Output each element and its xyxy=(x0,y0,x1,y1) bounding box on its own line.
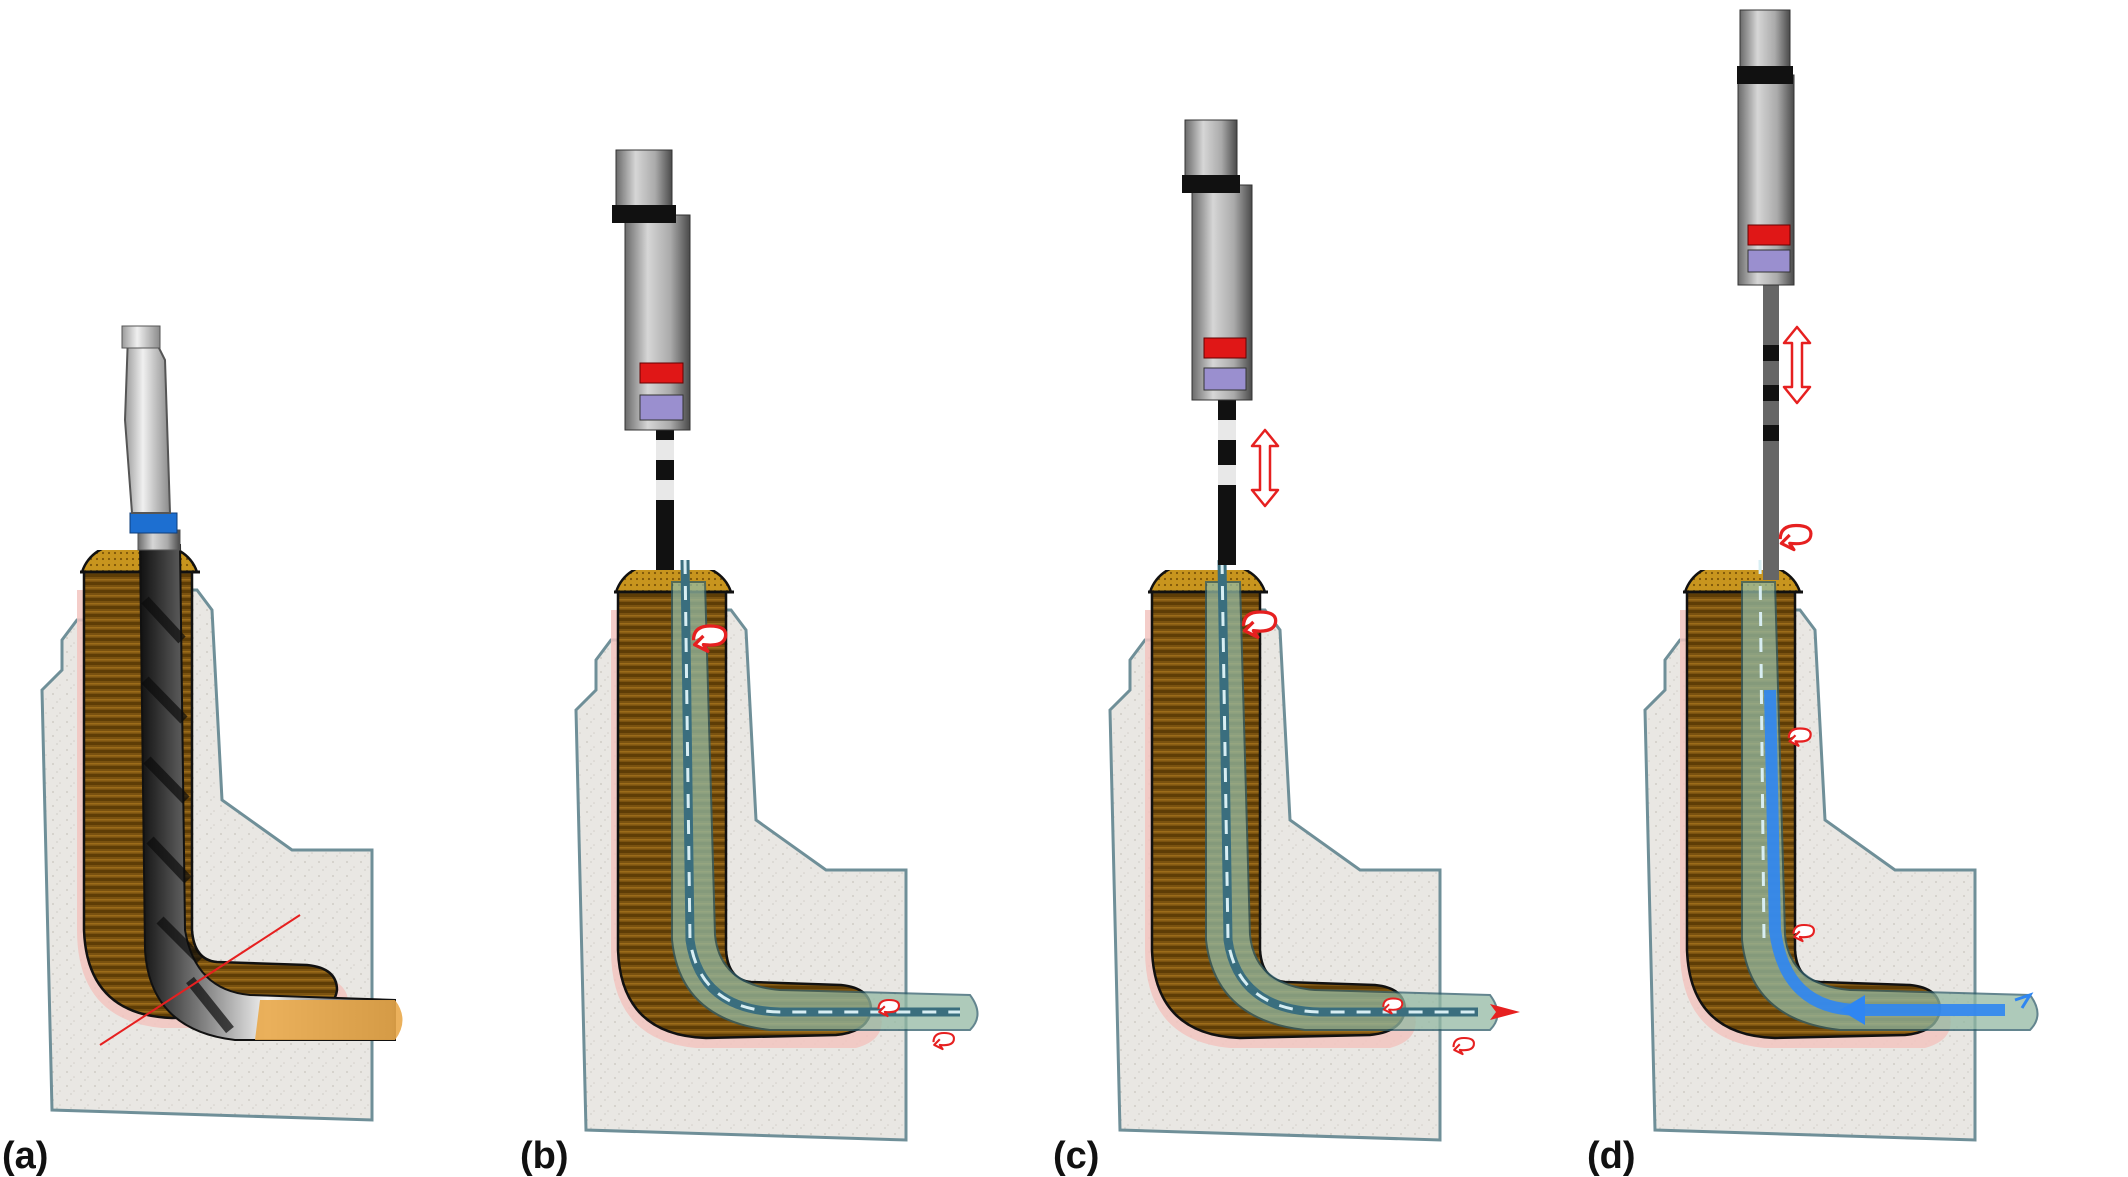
red-band-c xyxy=(1203,337,1247,359)
purple-band-c xyxy=(1203,367,1247,391)
red-band-b xyxy=(639,362,684,384)
flow-tip-icon xyxy=(2014,992,2034,1009)
rotation-arrow-icon xyxy=(1452,1036,1476,1056)
abutment-connector xyxy=(123,328,172,514)
handpiece-stripe-b xyxy=(656,440,674,460)
file-b-dash xyxy=(683,559,960,1014)
black-band-b xyxy=(612,205,676,223)
double-arrow-icon xyxy=(1250,428,1280,508)
handpiece-stripe-c2 xyxy=(1218,465,1236,485)
purple-band-d xyxy=(1747,249,1791,273)
handpiece-body-c xyxy=(1191,184,1253,401)
black-band-c xyxy=(1182,175,1240,193)
push-arrow-icon xyxy=(1490,1004,1520,1020)
tooth-c xyxy=(1108,570,1442,1142)
handpiece-head-b xyxy=(615,149,673,211)
panel-a: (a) xyxy=(2,325,403,1177)
purple-band-b xyxy=(639,394,684,421)
handpiece-stripe-b2 xyxy=(656,480,674,500)
handpiece-stripe-c xyxy=(1218,420,1236,440)
rotation-arrow-icon xyxy=(1778,523,1813,552)
double-arrow-icon xyxy=(1782,325,1812,405)
flow-arrowhead xyxy=(1840,995,1865,1025)
drill-tip-area xyxy=(255,1000,403,1040)
handpiece-head-c xyxy=(1184,119,1238,181)
blue-ring xyxy=(129,512,178,534)
file-d xyxy=(1758,559,1766,941)
panel-c: (c) xyxy=(1053,119,1520,1177)
handpiece-head-d xyxy=(1739,9,1791,71)
handpiece-stripe-d2 xyxy=(1763,385,1779,401)
panel-label-a: (a) xyxy=(2,1135,48,1177)
cut-line xyxy=(99,914,301,1046)
black-band-d xyxy=(1737,66,1793,84)
handpiece-stripe-d3 xyxy=(1763,425,1779,441)
canal-d xyxy=(1741,581,2039,1031)
connector-top xyxy=(121,325,161,349)
panel-d: (d) xyxy=(1587,9,2039,1177)
panel-label-b: (b) xyxy=(520,1135,569,1177)
tooth-d xyxy=(1643,570,1977,1142)
panel-label-c: (c) xyxy=(1053,1135,1099,1177)
drill-flute xyxy=(141,596,234,1034)
tooth-b xyxy=(574,570,908,1142)
panel-b: (b) xyxy=(520,149,979,1177)
handpiece-stripe-d xyxy=(1763,345,1779,361)
red-band-d xyxy=(1747,224,1791,246)
panel-label-d: (d) xyxy=(1587,1135,1636,1177)
handpiece-body-b xyxy=(624,214,691,431)
file-c-dash xyxy=(1220,559,1478,1014)
rotation-arrow-icon xyxy=(932,1031,956,1051)
